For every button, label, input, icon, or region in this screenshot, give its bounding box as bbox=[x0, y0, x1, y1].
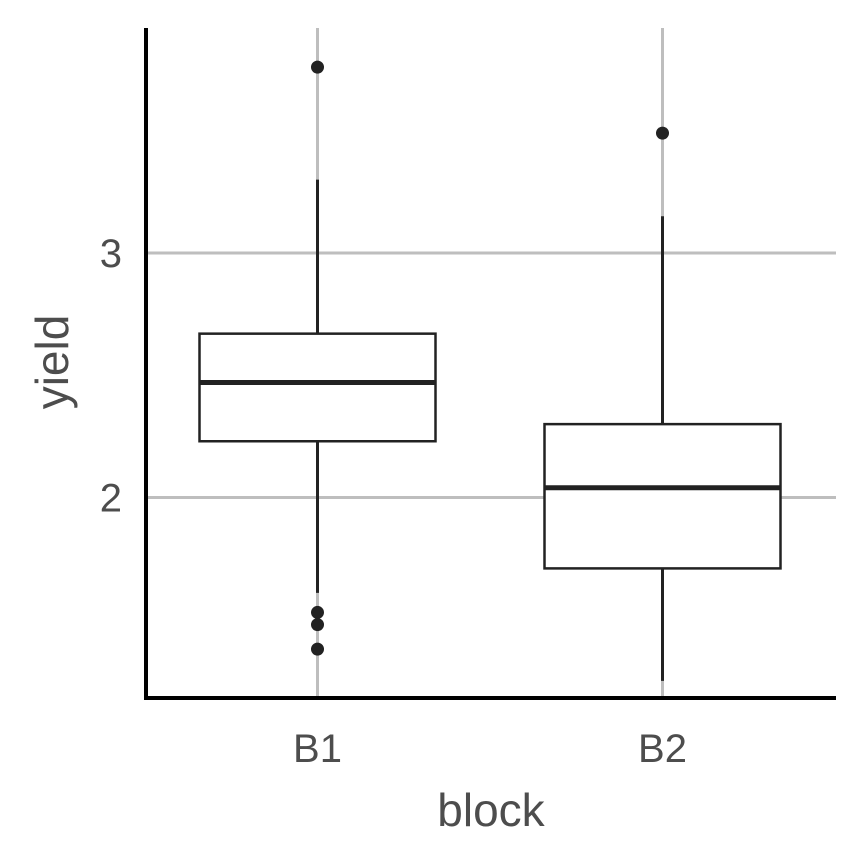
tick-labels: 2 3B1 B2 bbox=[100, 232, 687, 771]
y-tick-label: 2 bbox=[100, 476, 122, 520]
outlier-point bbox=[311, 618, 324, 632]
interquartile-box bbox=[198, 332, 437, 443]
outlier-point bbox=[656, 126, 669, 140]
y-axis-title: yield bbox=[26, 315, 78, 410]
outlier-point bbox=[311, 605, 324, 619]
box-group-b2 bbox=[543, 126, 782, 681]
box-plot-series bbox=[198, 60, 782, 681]
x-tick-label: B1 bbox=[293, 727, 342, 771]
x-tick-label: B2 bbox=[638, 727, 687, 771]
interquartile-box bbox=[543, 422, 782, 570]
box-group-b1 bbox=[198, 60, 437, 656]
outlier-point bbox=[311, 642, 324, 656]
y-tick-label: 3 bbox=[100, 232, 122, 276]
x-axis-title: block bbox=[437, 784, 545, 836]
outlier-point bbox=[311, 60, 324, 74]
